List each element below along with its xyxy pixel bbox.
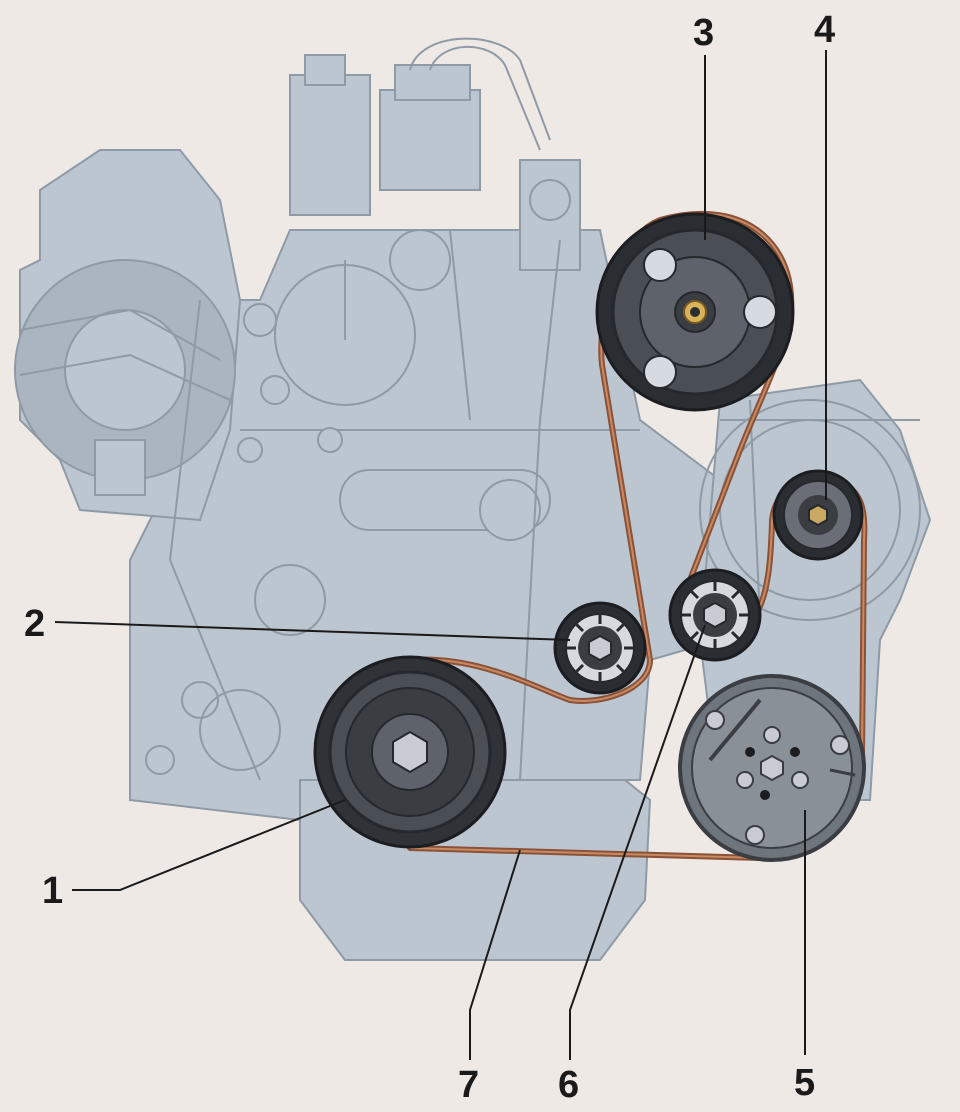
callout-5: 5 bbox=[794, 1062, 815, 1104]
pulley-3-power-steering bbox=[595, 212, 795, 412]
pulley-5-ac-compressor bbox=[678, 674, 866, 862]
leader-1 bbox=[72, 799, 346, 891]
callout-2: 2 bbox=[24, 603, 45, 645]
pulley-2-idler bbox=[553, 601, 647, 695]
callout-1: 1 bbox=[42, 870, 63, 912]
callout-6: 6 bbox=[558, 1064, 579, 1106]
leader-6 bbox=[569, 624, 706, 1060]
leader-7 bbox=[469, 849, 521, 1060]
callout-4: 4 bbox=[814, 9, 835, 51]
pulley-1-crankshaft bbox=[313, 655, 507, 849]
callout-3: 3 bbox=[693, 12, 714, 54]
pulley-4-alternator bbox=[772, 469, 864, 561]
leader-lines bbox=[54, 50, 827, 1060]
callout-7: 7 bbox=[458, 1064, 479, 1106]
leader-2 bbox=[54, 621, 571, 641]
callout-numbers: 1 2 3 4 5 6 7 bbox=[24, 9, 835, 1106]
pulley-6-tensioner bbox=[668, 568, 762, 662]
